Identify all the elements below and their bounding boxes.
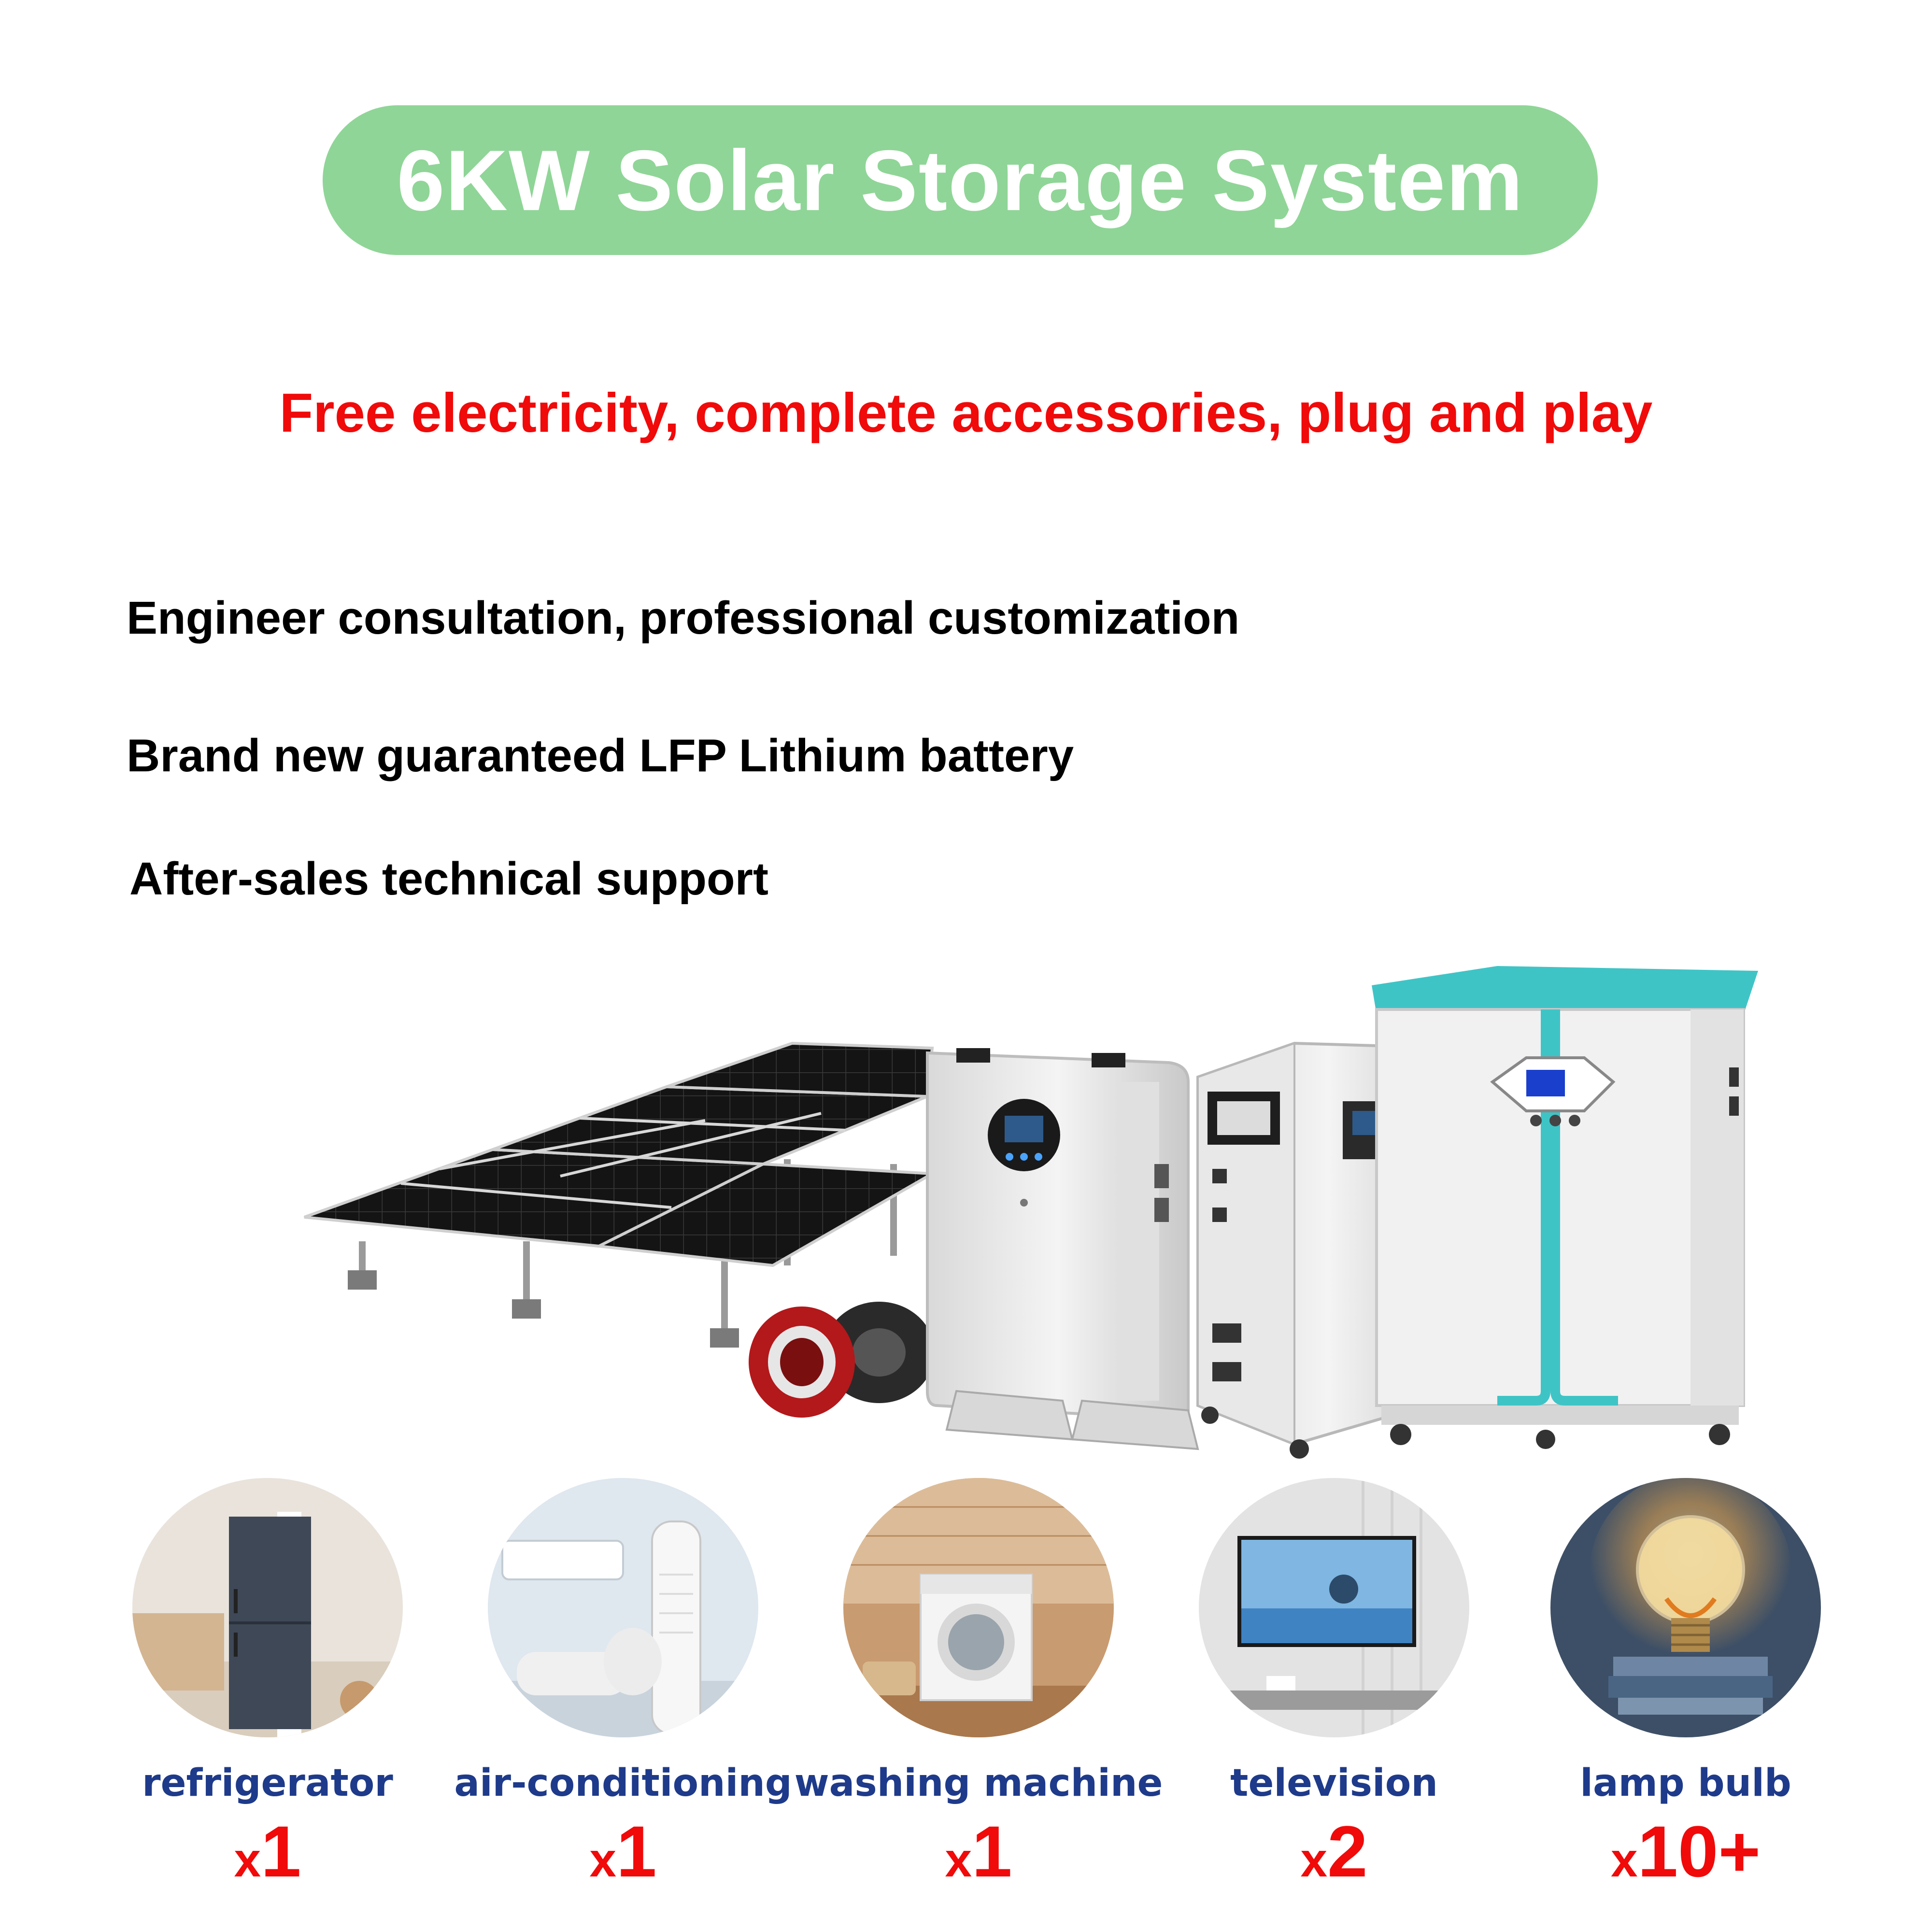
- appliance-lamp-bulb: lamp bulb x10+: [1536, 1478, 1835, 1893]
- appliance-label: air-conditioning: [454, 1762, 792, 1805]
- product-illustration: [303, 966, 1758, 1459]
- appliance-label: television: [1230, 1762, 1438, 1805]
- appliance-quantity: x1: [589, 1811, 657, 1892]
- page-title: 6KW Solar Storage System: [397, 132, 1524, 228]
- refrigerator-photo: [132, 1478, 403, 1737]
- appliance-television: television x2: [1184, 1478, 1484, 1893]
- appliance-air-conditioning: air-conditioning x1: [454, 1478, 792, 1893]
- appliance-quantity: x1: [234, 1811, 301, 1892]
- appliance-quantity: x1: [945, 1811, 1012, 1892]
- feature-battery: Brand new guaranteed LFP Lithium battery: [127, 730, 1074, 781]
- appliance-label: lamp bulb: [1580, 1762, 1791, 1805]
- washing-machine-photo: [843, 1478, 1114, 1737]
- tagline: Free electricity, complete accessories, …: [279, 383, 1653, 444]
- appliance-label: washing machine: [794, 1762, 1163, 1805]
- wall-inverter: [926, 1048, 1199, 1450]
- air-conditioning-photo: [488, 1478, 758, 1737]
- cable-reel: [749, 1302, 935, 1418]
- feature-consultation: Engineer consultation, professional cust…: [127, 592, 1240, 644]
- cabinet-battery: [1372, 966, 1758, 1449]
- solar-panel-array: [303, 1041, 938, 1348]
- appliance-washing-machine: washing machine x1: [795, 1478, 1163, 1893]
- title-banner: 6KW Solar Storage System: [323, 105, 1598, 255]
- feature-support: After-sales technical support: [129, 853, 768, 905]
- appliance-refrigerator: refrigerator x1: [118, 1478, 417, 1893]
- appliance-quantity: x10+: [1610, 1811, 1761, 1892]
- lamp-bulb-photo: [1550, 1478, 1821, 1737]
- television-photo: [1199, 1478, 1469, 1737]
- appliance-label: refrigerator: [142, 1762, 393, 1805]
- appliance-quantity: x2: [1300, 1811, 1368, 1892]
